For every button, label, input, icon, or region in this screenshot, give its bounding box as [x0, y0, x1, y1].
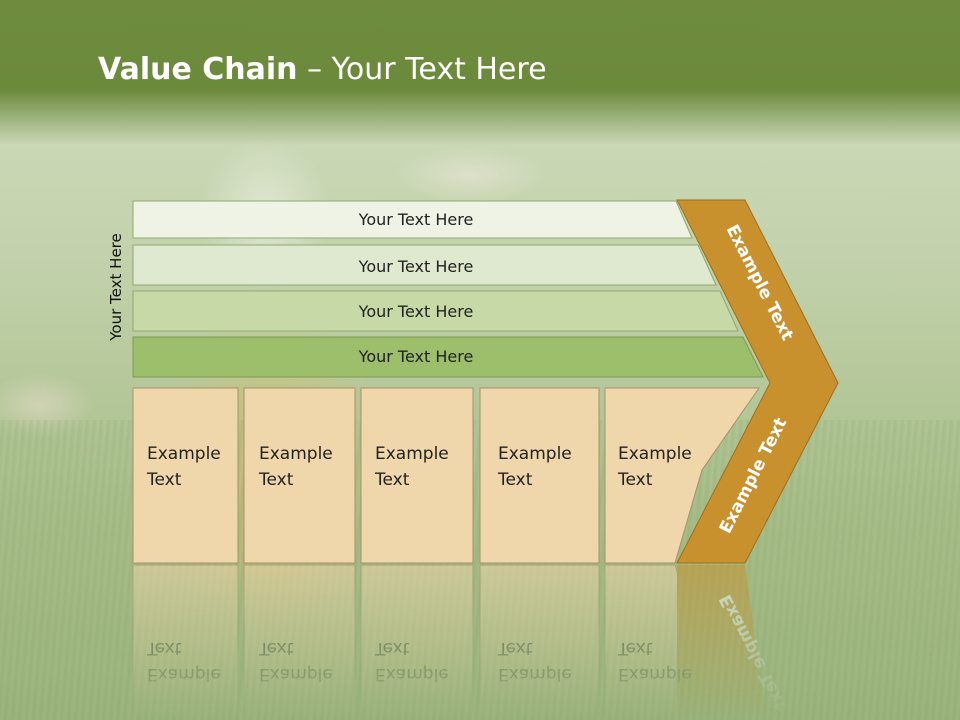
- primary-box-2-line2: Text: [258, 470, 294, 490]
- primary-box-3-line1: Example: [375, 444, 449, 464]
- primary-box-1-line1: Example: [147, 444, 221, 464]
- reflection-box-2-line2: Text: [258, 638, 294, 658]
- support-row-1-label: Your Text Here: [358, 210, 474, 229]
- reflection-box-5-line1: Example: [618, 664, 692, 684]
- support-row-2: [132, 244, 717, 286]
- primary-box-4: [479, 387, 600, 564]
- primary-box-3-line2: Text: [374, 470, 410, 490]
- support-row-3-label: Your Text Here: [358, 302, 474, 321]
- reflection-box-5-line2: Text: [617, 638, 653, 658]
- support-row-2-label: Your Text Here: [358, 257, 474, 276]
- primary-box-5-line1: Example: [618, 444, 692, 464]
- primary-box-1-line2: Text: [146, 470, 182, 490]
- support-row-4-label: Your Text Here: [358, 347, 474, 366]
- primary-box-1: [132, 387, 239, 564]
- reflection-box-2-line1: Example: [259, 664, 333, 684]
- primary-box-4-line2: Text: [497, 470, 533, 490]
- primary-box-2-line1: Example: [259, 444, 333, 464]
- reflection-box-1-line1: Example: [147, 664, 221, 684]
- slide-title: Value Chain – Your Text Here: [98, 52, 547, 87]
- reflection: Example Text Example Text Example Text E…: [132, 564, 791, 720]
- support-row-4: [132, 336, 764, 378]
- primary-box-3: [360, 387, 474, 564]
- title-bar: [0, 0, 960, 145]
- primary-box-2: [243, 387, 356, 564]
- support-row-1: [132, 200, 693, 239]
- primary-box-5: [604, 387, 760, 564]
- primary-box-5-line2: Text: [617, 470, 653, 490]
- title-bold: Value Chain: [98, 52, 298, 87]
- reflection-box-3-line1: Example: [375, 664, 449, 684]
- support-row-3: [132, 290, 739, 332]
- title-rest: – Your Text Here: [297, 52, 547, 87]
- reflection-box-3-line2: Text: [374, 638, 410, 658]
- reflection-box-1-line2: Text: [146, 638, 182, 658]
- reflection-box-4-line1: Example: [498, 664, 572, 684]
- margin-chevron: [676, 199, 839, 564]
- primary-box-4-line1: Example: [498, 444, 572, 464]
- reflection-box-4-line2: Text: [497, 638, 533, 658]
